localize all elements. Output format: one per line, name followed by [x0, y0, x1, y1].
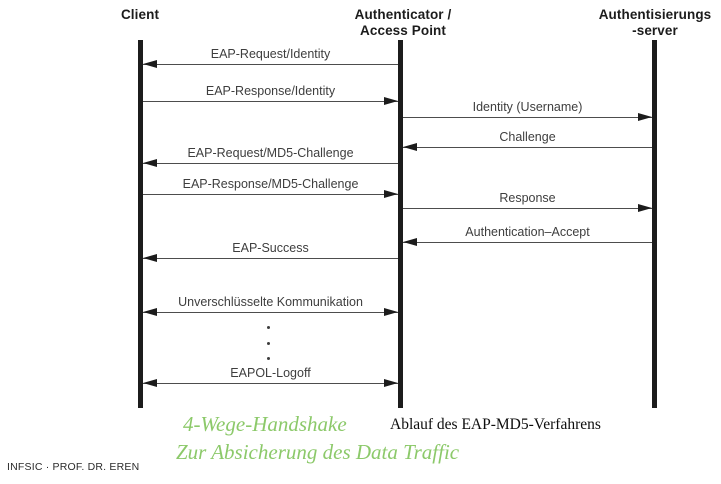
- message-line: [403, 242, 652, 243]
- message-line: [143, 163, 398, 164]
- message-label: EAP-Request/MD5-Challenge: [187, 146, 354, 160]
- arrowhead-left-icon: [143, 379, 157, 387]
- arrowhead-left-icon: [143, 254, 157, 262]
- arrowhead-right-icon: [384, 379, 398, 387]
- message-line: [143, 101, 398, 102]
- message-label: Identity (Username): [472, 100, 583, 114]
- actor-name-authenticator-line1: Authenticator /: [354, 7, 452, 22]
- message-line: [143, 194, 398, 195]
- ellipsis-dot: [267, 326, 270, 329]
- message-label: Unverschlüsselte Kommunikation: [178, 295, 363, 309]
- actor-header-client: Client: [98, 7, 182, 23]
- message-line: [143, 258, 398, 259]
- message-line: [143, 312, 398, 313]
- arrowhead-right-icon: [638, 204, 652, 212]
- message-line: [143, 383, 398, 384]
- message-line: [143, 64, 398, 65]
- message-label: Authentication–Accept: [465, 225, 590, 239]
- message-line: [403, 117, 652, 118]
- arrowhead-left-icon: [143, 308, 157, 316]
- ellipsis-dot: [267, 342, 270, 345]
- figure-caption: Ablauf des EAP-MD5-Verfahrens: [390, 416, 601, 433]
- arrowhead-right-icon: [384, 97, 398, 105]
- arrowhead-left-icon: [143, 159, 157, 167]
- message-label: Response: [499, 191, 556, 205]
- handshake-caption-line1: 4-Wege-Handshake: [183, 412, 347, 436]
- message-label: EAP-Response/Identity: [205, 84, 336, 98]
- handshake-caption-line2: Zur Absicherung des Data Traffic: [176, 440, 460, 464]
- actor-name-client: Client: [120, 7, 160, 22]
- actor-name-auth-server-line1: Authentisierungs: [598, 7, 712, 22]
- actor-name-authenticator-line2: Access Point: [360, 23, 446, 38]
- arrowhead-left-icon: [403, 143, 417, 151]
- auth-server-lifeline: [652, 40, 657, 408]
- arrowhead-left-icon: [143, 60, 157, 68]
- message-label: EAP-Request/Identity: [210, 47, 331, 61]
- actor-header-auth-server: Authentisierungs -server: [582, 7, 721, 39]
- message-label: EAP-Success: [232, 241, 309, 255]
- message-line: [403, 208, 652, 209]
- actor-header-authenticator: Authenticator / Access Point: [328, 7, 478, 39]
- arrowhead-right-icon: [638, 113, 652, 121]
- message-label: EAP-Response/MD5-Challenge: [182, 177, 359, 191]
- footer-credit: INFSIC · PROF. DR. EREN: [7, 461, 140, 473]
- arrowhead-left-icon: [403, 238, 417, 246]
- client-lifeline: [138, 40, 143, 408]
- arrowhead-right-icon: [384, 190, 398, 198]
- arrowhead-right-icon: [384, 308, 398, 316]
- actor-name-auth-server-line2: -server: [632, 23, 678, 38]
- authenticator-lifeline: [398, 40, 403, 408]
- message-label: EAPOL-Logoff: [230, 366, 311, 380]
- ellipsis-dot: [267, 357, 270, 360]
- message-line: [403, 147, 652, 148]
- message-label: Challenge: [499, 130, 556, 144]
